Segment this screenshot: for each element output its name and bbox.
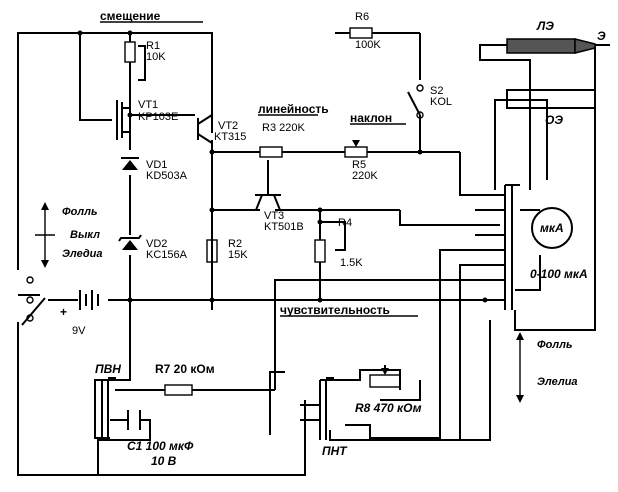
diode-symbols (118, 157, 142, 250)
label-slope: наклон (350, 111, 392, 125)
microammeter (531, 207, 573, 249)
switch-s2 (407, 84, 424, 119)
gang-switches (94, 377, 334, 440)
direction-arrows (35, 202, 524, 403)
vt3-name: VT3 (264, 210, 284, 222)
label-sensitivity: чувствительность (280, 303, 390, 317)
label-foil-right: Фолль (537, 339, 573, 351)
vt1-name: VT1 (138, 99, 158, 111)
label-linearity: линейность (258, 102, 329, 116)
electrode-le (506, 38, 596, 54)
selector-switch (475, 184, 520, 310)
label-foil-left: Фолль (62, 206, 98, 218)
r2-value: 15K (228, 249, 248, 261)
vt2-name: VT2 (218, 120, 238, 132)
battery-symbol (79, 290, 99, 310)
r4-name: R4 (338, 217, 352, 229)
vd2-name: VD2 (146, 238, 167, 250)
wiring (17, 32, 610, 476)
electrode-oe (506, 89, 596, 109)
vd1-type: KD503A (146, 170, 188, 182)
pnt-label: ПНТ (322, 444, 348, 458)
s2-label: KOL (430, 96, 452, 108)
vt3-type: KT501B (264, 221, 304, 233)
vt1-type: KP103E (138, 111, 178, 123)
c1-voltage: 10 В (151, 454, 177, 468)
r8-label: R8 470 кОм (355, 401, 422, 415)
r6-name: R6 (355, 11, 369, 23)
vd2-type: KC156A (146, 249, 188, 261)
label-voltage: 9V (72, 325, 86, 337)
label-eledia-left: Эледиа (62, 248, 103, 260)
r4-value: 1.5K (340, 257, 363, 269)
meter-range: 0-100 мкА (530, 267, 588, 281)
junction-dots (77, 30, 488, 303)
c1-label: C1 100 мкФ (127, 439, 194, 453)
le-label: ЛЭ (536, 19, 554, 33)
capacitor-c1 (98, 410, 151, 441)
resistor-symbols (124, 27, 401, 396)
r1-value: 10K (146, 51, 166, 63)
r2-name: R2 (228, 238, 242, 250)
s2-name: S2 (430, 85, 443, 97)
power-switch (21, 276, 46, 326)
r1-name: R1 (146, 40, 160, 52)
r6-value: 100K (355, 39, 381, 51)
meter-label: мкА (540, 221, 564, 235)
transistor-symbols (116, 100, 281, 211)
label-eledia-right: Элелиа (537, 376, 578, 388)
pvn-label: ПВН (95, 362, 121, 376)
label-bias: смещение (100, 9, 161, 23)
oe-label: ОЭ (545, 113, 563, 127)
vt2-type: KT315 (214, 131, 246, 143)
r5-name: R5 (352, 159, 366, 171)
r5-value: 220K (352, 170, 378, 182)
r3-label: R3 220K (262, 122, 305, 134)
label-off: Выкл (70, 229, 100, 241)
label-plus: + (60, 305, 67, 319)
e-label: Э (597, 29, 606, 43)
r7-label: R7 20 кОм (155, 362, 215, 376)
vd1-name: VD1 (146, 159, 167, 171)
text-labels: смещение линейность наклон чувствительно… (60, 9, 606, 468)
